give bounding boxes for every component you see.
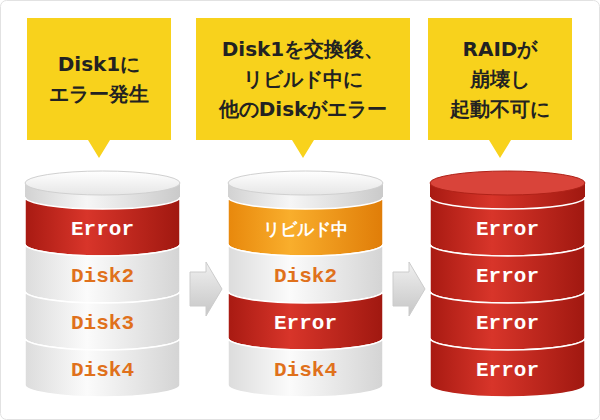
disk-band: Disk4 [228,338,383,397]
disk-label: リビルド中 [263,218,348,241]
band-body [228,338,383,397]
disk-cylinder-tops [25,171,585,209]
band-body [25,244,180,303]
band-body [430,197,585,256]
disk-band: Disk3 [25,291,180,350]
callout-box: Disk1を交換後、 リビルド中に 他のDiskがエラー [196,18,410,140]
band-body [25,338,180,397]
disk-label: Error [476,312,539,335]
disk-label: Error [274,312,337,335]
disk-label: Error [71,218,134,241]
band-body [430,338,585,397]
disk-band: Disk4 [25,338,180,397]
band-body [430,244,585,303]
disk-label: Disk2 [274,265,337,288]
band-body [25,197,180,256]
callout-shape [27,18,171,140]
cylinder-top [25,171,180,195]
disk-band: リビルド中 [228,197,383,256]
band-body [228,197,383,256]
disk-band: Error [430,197,585,256]
band-body [25,291,180,350]
callout-text: RAIDが 崩壊し 起動不可に [450,34,550,124]
disk-label: Disk4 [274,359,337,382]
disk-band: Disk2 [228,244,383,303]
callout-bubble [428,18,572,158]
cylinder-top [430,171,585,195]
disk-band: Error [430,244,585,303]
callout-box: RAIDが 崩壊し 起動不可に [428,18,572,140]
disk-band: Disk2 [25,244,180,303]
disk-band: Error [25,197,180,256]
disk-band: Error [430,291,585,350]
flow-arrow [190,262,222,316]
disk-label: Error [476,218,539,241]
callout-bubble [196,18,410,158]
band-body [228,244,383,303]
disk-label: Disk4 [71,359,134,382]
callout-bubble [27,18,171,158]
callout-text: Disk1を交換後、 リビルド中に 他のDiskがエラー [219,34,388,124]
flow-arrow [393,262,425,316]
band-body [228,291,383,350]
disk-label: Error [476,359,539,382]
disk-label: Error [476,265,539,288]
disk-label: Disk2 [71,265,134,288]
disk-band: Error [430,338,585,397]
callout-box: Disk1に エラー発生 [27,18,171,140]
disk-label: Disk3 [71,312,134,335]
callout-text: Disk1に エラー発生 [49,49,149,109]
cylinder-top [228,171,383,195]
disk-band: Error [228,291,383,350]
band-body [430,291,585,350]
